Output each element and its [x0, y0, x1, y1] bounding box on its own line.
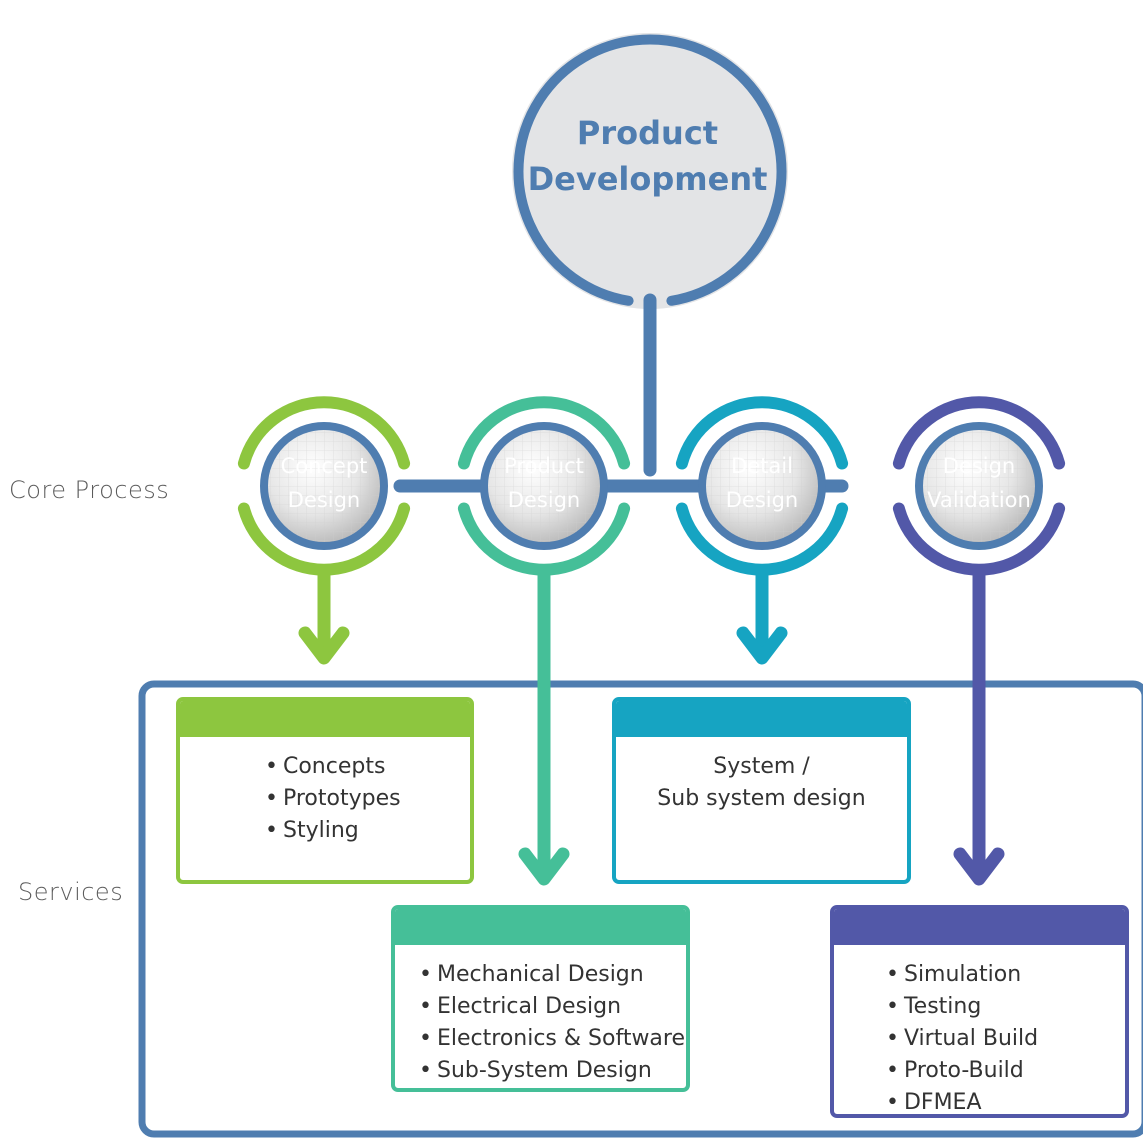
service-detail-line1: System /	[713, 754, 810, 779]
stage-label-product-line2: Design	[507, 488, 581, 512]
service-list-product: Mechanical Design Electrical Design Elec…	[395, 945, 686, 1087]
root-title-line2: Development	[527, 160, 768, 198]
stage-label-validation: Design Validation	[909, 449, 1049, 517]
service-box-detail-header	[616, 701, 907, 737]
stage-label-validation-line2: Validation	[927, 488, 1031, 512]
list-item: Testing	[886, 991, 1125, 1023]
arrow-detail	[736, 572, 788, 665]
stage-label-concept-line1: Concept	[280, 454, 368, 478]
service-box-product: Mechanical Design Electrical Design Elec…	[391, 905, 690, 1092]
stage-label-detail: Detail Design	[692, 449, 832, 517]
list-item: Simulation	[886, 959, 1125, 991]
list-item: Mechanical Design	[419, 959, 686, 991]
stage-label-validation-line1: Design	[942, 454, 1016, 478]
service-box-concept-header	[180, 701, 470, 737]
list-item: Styling	[265, 815, 470, 847]
product-development-node	[512, 33, 788, 309]
root-title-line1: Product	[576, 114, 719, 152]
stage-detail-design	[675, 396, 849, 576]
stage-design-validation	[892, 396, 1066, 576]
service-box-validation-header	[834, 909, 1125, 945]
list-item: Electronics & Software	[419, 1023, 686, 1055]
list-item: Concepts	[265, 751, 470, 783]
list-item: Prototypes	[265, 783, 470, 815]
list-item: Proto-Build	[886, 1055, 1125, 1087]
list-item: Virtual Build	[886, 1023, 1125, 1055]
service-detail-line2: Sub system design	[657, 786, 866, 811]
service-box-validation: Simulation Testing Virtual Build Proto-B…	[830, 905, 1129, 1118]
stage-product-design	[457, 396, 631, 576]
service-box-concept: Concepts Prototypes Styling	[176, 697, 474, 884]
root-title: Product Development	[500, 110, 795, 202]
stage-label-detail-line2: Design	[725, 488, 799, 512]
services-label: Services	[18, 878, 124, 906]
stage-label-detail-line1: Detail	[731, 454, 793, 478]
core-process-label: Core Process	[9, 476, 170, 504]
service-box-product-header	[395, 909, 686, 945]
services-container	[138, 680, 1143, 1138]
stage-label-product: Product Design	[474, 449, 614, 517]
service-box-detail: System / Sub system design	[612, 697, 911, 884]
list-item: Sub-System Design	[419, 1055, 686, 1087]
stage-label-concept: Concept Design	[254, 449, 394, 517]
stage-concept-design	[237, 396, 411, 576]
root-ring	[513, 34, 787, 306]
stage-label-product-line1: Product	[504, 454, 584, 478]
arrow-product	[518, 572, 570, 886]
arrow-validation	[953, 572, 1005, 886]
service-text-detail: System / Sub system design	[616, 737, 907, 815]
list-item: DFMEA	[886, 1087, 1125, 1119]
stage-label-concept-line2: Design	[287, 488, 361, 512]
service-list-concept: Concepts Prototypes Styling	[180, 737, 470, 847]
arrow-concept	[298, 572, 350, 665]
list-item: Electrical Design	[419, 991, 686, 1023]
service-list-validation: Simulation Testing Virtual Build Proto-B…	[834, 945, 1125, 1119]
